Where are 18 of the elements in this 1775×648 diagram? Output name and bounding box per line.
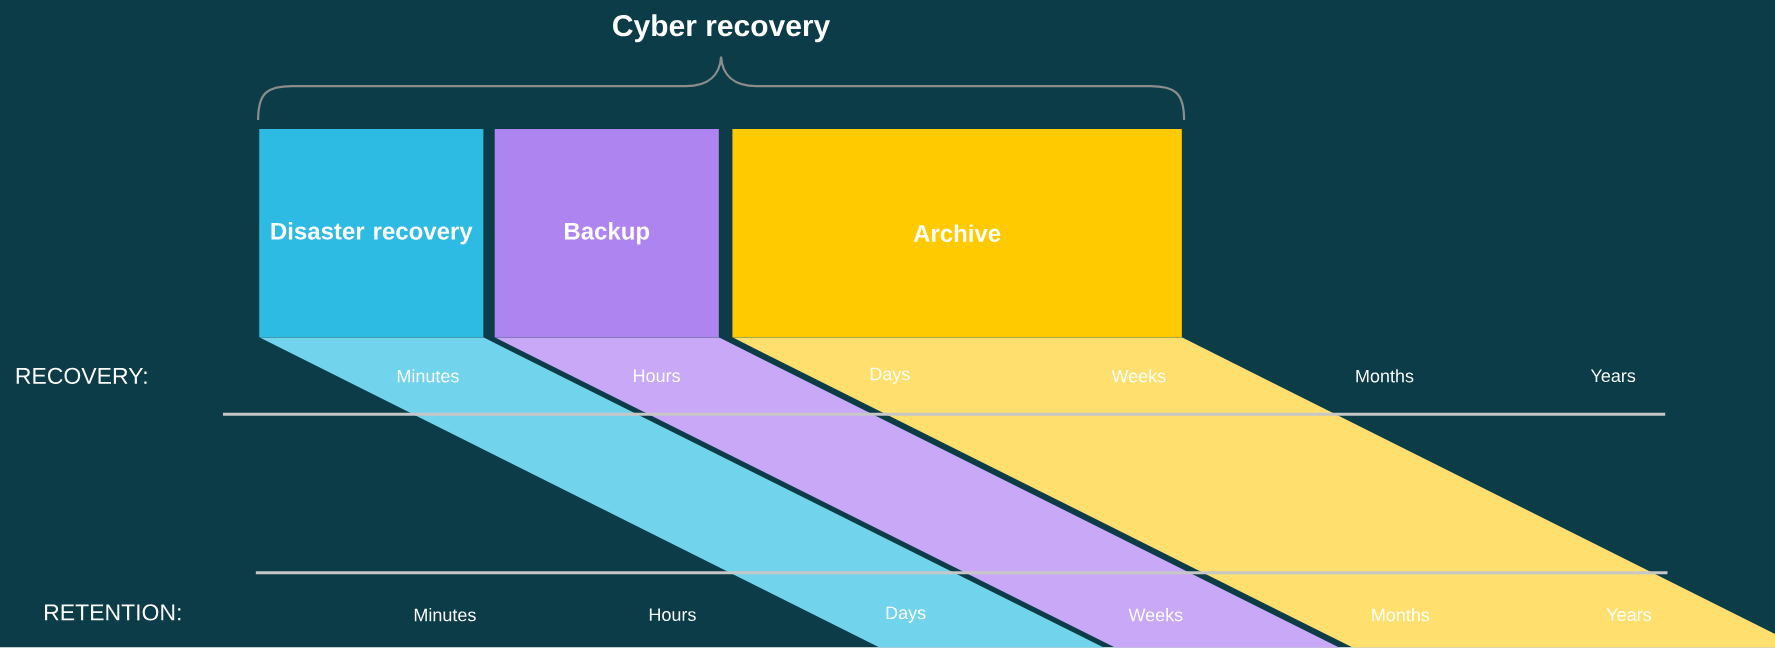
time-label: Months xyxy=(1372,608,1430,622)
time-label: Minutes xyxy=(414,608,476,622)
time-label: Minutes xyxy=(397,369,459,383)
time-label: Weeks xyxy=(1111,369,1166,383)
axis-label: RETENTION: xyxy=(45,604,181,621)
time-label: Hours xyxy=(634,369,680,383)
axis-label: RECOVERY: xyxy=(16,367,147,385)
category-box: Backup xyxy=(494,129,719,338)
time-label: Weeks xyxy=(1128,608,1183,622)
time-label: Hours xyxy=(649,608,696,622)
time-label: Years xyxy=(1590,369,1636,383)
category-box: Disaster recovery xyxy=(259,129,484,338)
time-label: Months xyxy=(1356,369,1414,383)
time-label: Days xyxy=(870,368,910,385)
category-box: Archive xyxy=(732,129,1182,338)
time-label: Years xyxy=(1606,608,1652,622)
title: Cyber recovery xyxy=(613,14,831,43)
time-label: Days xyxy=(886,606,926,623)
